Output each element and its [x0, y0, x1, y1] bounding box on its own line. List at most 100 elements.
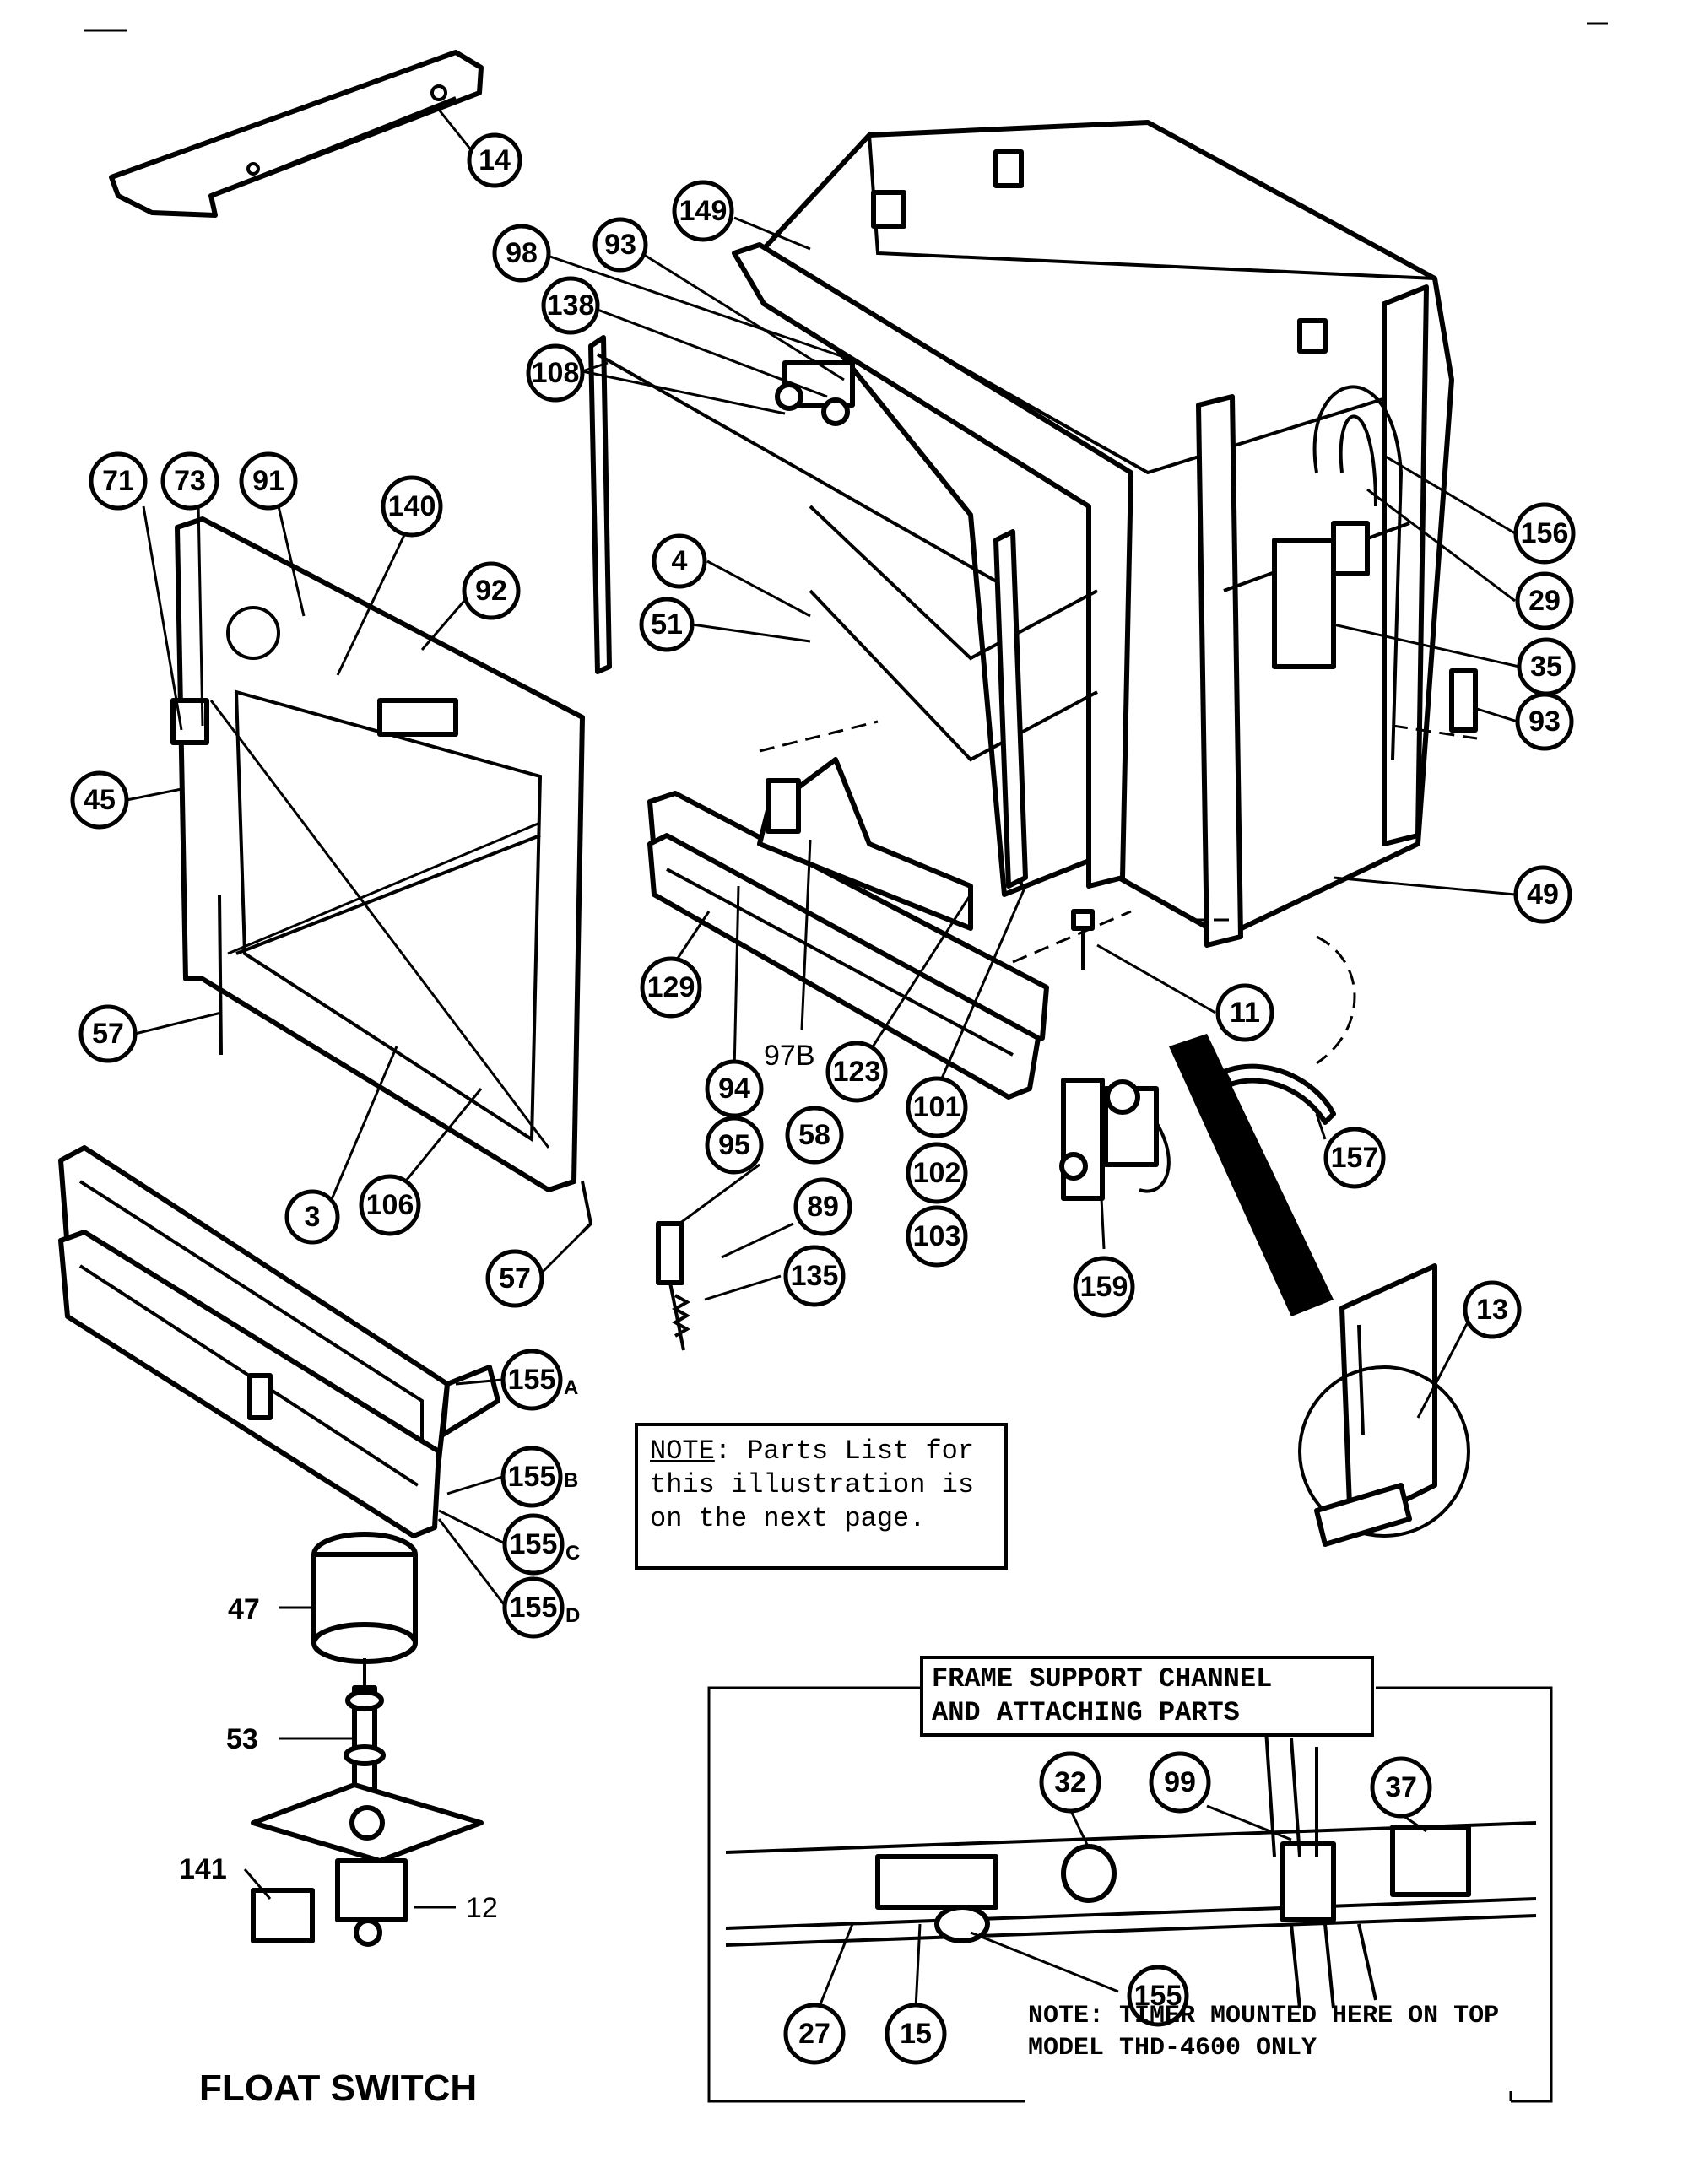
water-inlet-valve [1059, 1078, 1171, 1201]
svg-text:159: 159 [1080, 1271, 1128, 1303]
svg-text:138: 138 [547, 289, 595, 322]
callout-140: 140 [381, 475, 443, 538]
svg-text:91: 91 [252, 465, 284, 497]
svg-text:13: 13 [1476, 1294, 1508, 1326]
callout-98: 98 [492, 224, 551, 283]
float-switch-assembly [251, 1532, 484, 1947]
svg-text:15: 15 [900, 2018, 932, 2050]
svg-text:32: 32 [1054, 1766, 1086, 1798]
svg-text:98: 98 [506, 237, 538, 269]
page-edge-marks [84, 22, 1608, 32]
timer-note-line2: MODEL THD-4600 ONLY [1028, 2034, 1317, 2062]
inset-title-line1: FRAME SUPPORT CHANNEL [932, 1663, 1273, 1695]
note-line1: : Parts List for [714, 1435, 975, 1467]
drain-hose-segment [1221, 1063, 1336, 1125]
svg-text:49: 49 [1527, 878, 1559, 911]
callout-73: 73 [160, 451, 219, 511]
svg-text:156: 156 [1521, 517, 1569, 549]
callout-102: 102 [906, 1142, 968, 1204]
leveling-bolt [1071, 909, 1095, 970]
svg-text:45: 45 [84, 784, 116, 816]
callout-71: 71 [89, 451, 148, 511]
svg-text:4: 4 [672, 545, 688, 577]
callout-106: 106 [359, 1174, 421, 1236]
callout-45: 45 [70, 770, 129, 830]
callout-35: 35 [1517, 637, 1576, 696]
svg-text:140: 140 [388, 490, 436, 522]
svg-text:58: 58 [798, 1119, 830, 1151]
svg-text:57: 57 [499, 1262, 531, 1295]
note-keyword: NOTE [650, 1435, 715, 1467]
svg-text:35: 35 [1530, 651, 1562, 683]
inset-title: FRAME SUPPORT CHANNEL AND ATTACHING PART… [920, 1656, 1374, 1737]
svg-text:157: 157 [1331, 1142, 1379, 1174]
note-line2: this illustration is [650, 1469, 975, 1500]
callout-49: 49 [1513, 865, 1572, 924]
callout-3: 3 [284, 1189, 340, 1245]
callout-155d: 155 [502, 1576, 565, 1639]
svg-text:94: 94 [718, 1073, 750, 1105]
callout-14-text: 14 [479, 144, 511, 176]
callout-108: 108 [526, 343, 585, 403]
svg-text:71: 71 [102, 465, 134, 497]
callout-155c: 155 [502, 1513, 565, 1576]
callout-94: 94 [705, 1059, 764, 1118]
callout-32: 32 [1039, 1751, 1101, 1814]
callout-157: 157 [1323, 1127, 1386, 1189]
float-switch-title: FLOAT SWITCH [199, 2068, 478, 2109]
callout-95: 95 [705, 1116, 764, 1175]
svg-text:135: 135 [791, 1260, 839, 1292]
label-97b: 97B [764, 1040, 815, 1072]
callout-159: 159 [1073, 1256, 1135, 1318]
svg-text:51: 51 [651, 608, 683, 641]
frame-support-channel-inset [707, 1686, 1553, 2103]
door-hinge-spring [656, 1221, 691, 1351]
suffix-b: B [564, 1469, 578, 1492]
top-rail-bracket [109, 50, 484, 218]
frame-channel [647, 757, 1049, 1100]
svg-text:92: 92 [475, 575, 507, 607]
callout-92: 92 [462, 561, 521, 620]
reference-dashed-lines [759, 720, 1478, 964]
svg-text:106: 106 [366, 1189, 414, 1221]
label-47: 47 [228, 1593, 260, 1625]
callout-101: 101 [906, 1076, 968, 1138]
callout-58: 58 [785, 1106, 844, 1165]
callout-57-bottom: 57 [485, 1249, 544, 1308]
callout-27: 27 [783, 2003, 846, 2065]
timer-note: NOTE: TIMER MOUNTED HERE ON TOP MODEL TH… [1028, 2000, 1602, 2064]
label-12: 12 [466, 1892, 498, 1924]
callout-89: 89 [793, 1177, 852, 1236]
callout-93-right: 93 [1515, 692, 1574, 751]
callout-93-top: 93 [592, 217, 648, 273]
outer-door-panel [170, 516, 593, 1234]
callout-91: 91 [239, 451, 298, 511]
callout-14: 14 [467, 132, 522, 188]
svg-text:57: 57 [92, 1018, 124, 1050]
svg-text:95: 95 [718, 1129, 750, 1161]
callout-155a: 155 [500, 1349, 563, 1411]
label-53: 53 [226, 1723, 258, 1755]
svg-text:155: 155 [510, 1528, 558, 1560]
tub-assembly [732, 120, 1478, 948]
svg-text:155: 155 [508, 1461, 556, 1493]
detail-pointer [1169, 935, 1356, 1316]
callout-123: 123 [825, 1041, 888, 1103]
callout-138: 138 [541, 276, 600, 335]
callout-29: 29 [1515, 571, 1574, 630]
svg-text:11: 11 [1230, 997, 1260, 1029]
svg-text:155: 155 [508, 1364, 556, 1396]
label-141: 141 [179, 1853, 227, 1885]
kick-plate-assembly [58, 1145, 500, 1538]
callout-149: 149 [672, 180, 734, 242]
door-gasket [588, 335, 1028, 889]
svg-text:37: 37 [1385, 1771, 1417, 1803]
callout-11: 11 [1215, 983, 1274, 1042]
svg-text:155: 155 [510, 1592, 558, 1624]
svg-text:101: 101 [913, 1091, 961, 1123]
svg-text:27: 27 [798, 2018, 830, 2050]
callout-37: 37 [1370, 1756, 1432, 1819]
leader-lines [126, 109, 1520, 2009]
parts-list-note: NOTE: Parts List for this illustration i… [635, 1423, 1008, 1570]
suffix-d: D [565, 1604, 580, 1627]
